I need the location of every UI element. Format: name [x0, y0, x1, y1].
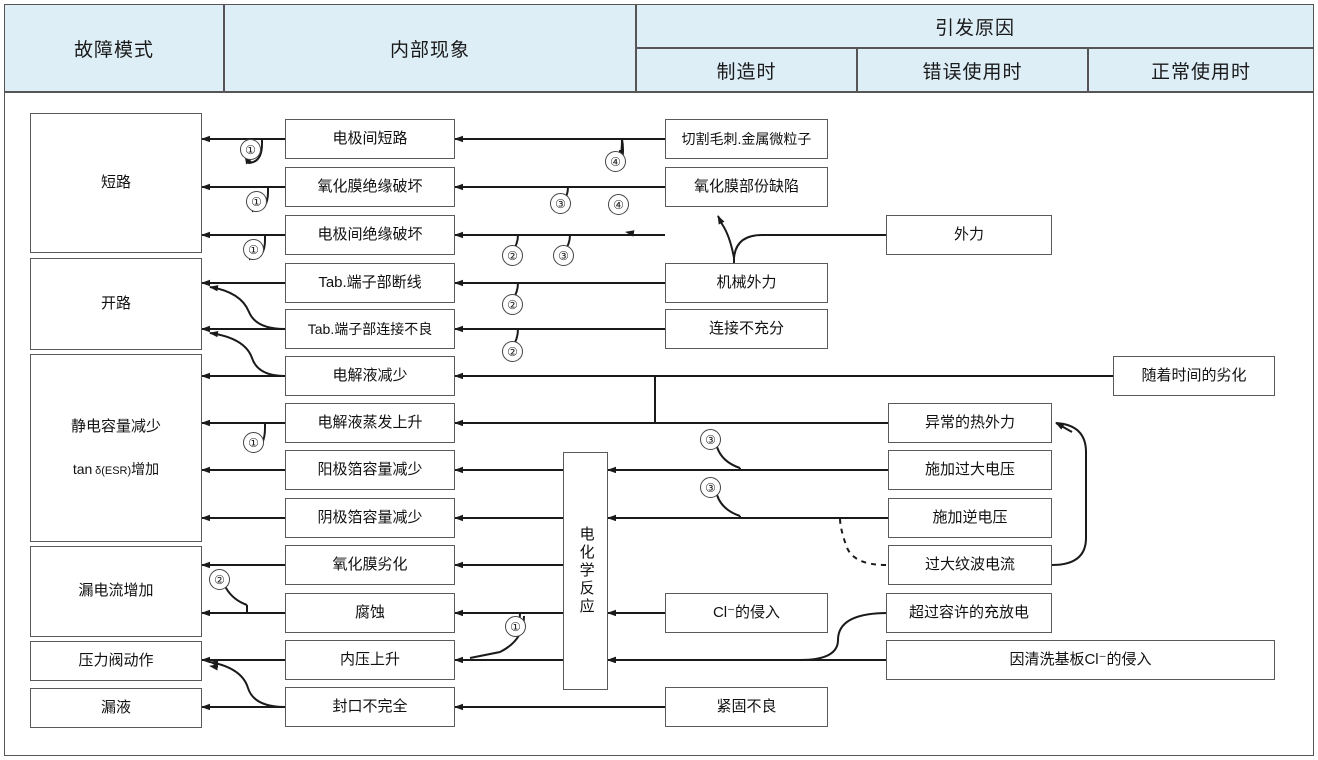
internal-inter-electrode-insul[interactable]: 电极间绝缘破坏	[285, 215, 455, 255]
failure-mode-liquid-leak[interactable]: 漏液	[30, 688, 202, 728]
cause-over-charge-discharge[interactable]: 超过容许的充放电	[886, 593, 1052, 633]
header-label-manufacturing: 制造时	[716, 61, 777, 83]
cause-excess-ripple-current[interactable]: 过大纹波电流	[888, 545, 1052, 585]
internal-label: Tab.端子部断线	[318, 273, 422, 291]
failure-mode-leakage-current[interactable]: 漏电流增加	[30, 546, 202, 637]
internal-label: 电解液减少	[332, 366, 408, 384]
cause-label: 氧化膜部份缺陷	[693, 177, 799, 195]
electrochemical-reaction-label: 电化学反应	[577, 526, 595, 616]
internal-internal-pressure-rise[interactable]: 内压上升	[285, 640, 455, 680]
cause-label: 过大纹波电流	[924, 555, 1015, 573]
failure-mode-pressure-valve[interactable]: 压力阀动作	[30, 641, 202, 681]
cause-time-degradation[interactable]: 随着时间的劣化	[1113, 356, 1275, 396]
header-cell-internal: 内部现象	[224, 4, 636, 92]
header-cell-normal: 正常使用时	[1088, 48, 1314, 92]
internal-label: 氧化膜劣化	[332, 555, 408, 573]
internal-label: 内压上升	[339, 650, 400, 668]
internal-anode-foil-drop[interactable]: 阳极箔容量减少	[285, 450, 455, 490]
internal-tab-terminal-break[interactable]: Tab.端子部断线	[285, 263, 455, 303]
cause-label: 超过容许的充放电	[908, 603, 1029, 621]
internal-oxide-insulation-break[interactable]: 氧化膜绝缘破坏	[285, 167, 455, 207]
cause-poor-fastening[interactable]: 紧固不良	[665, 687, 828, 727]
internal-cathode-foil-drop[interactable]: 阴极箔容量减少	[285, 498, 455, 538]
electrochemical-reaction-box[interactable]: 电化学反应	[563, 452, 608, 690]
internal-incomplete-seal[interactable]: 封口不完全	[285, 687, 455, 727]
internal-inter-electrode-short[interactable]: 电极间短路	[285, 119, 455, 159]
sequence-marker-m14: ②	[209, 569, 230, 590]
header-label-misuse: 错误使用时	[922, 61, 1023, 83]
cause-overvoltage-applied[interactable]: 施加过大电压	[888, 450, 1052, 490]
failure-mode-capacitance-drop[interactable]: 静电容量减少 tan δ(ESR)增加	[30, 354, 202, 542]
cause-reverse-voltage[interactable]: 施加逆电压	[888, 498, 1052, 538]
sequence-marker-m10: ②	[502, 341, 523, 362]
sequence-marker-m7: ②	[502, 245, 523, 266]
failure-mode-label: 短路	[100, 173, 131, 191]
sequence-marker-m9: ②	[502, 294, 523, 315]
sequence-marker-m13: ③	[700, 477, 721, 498]
internal-tab-terminal-badconn[interactable]: Tab.端子部连接不良	[285, 309, 455, 349]
failure-mode-label: 开路	[100, 294, 131, 312]
cause-label: 连接不充分	[708, 319, 784, 337]
cause-label: 异常的热外力	[924, 413, 1015, 431]
header-cell-misuse: 错误使用时	[857, 48, 1088, 92]
header-label-cause-group: 引发原因	[934, 17, 1015, 39]
internal-electrolyte-decrease[interactable]: 电解液减少	[285, 356, 455, 396]
sequence-marker-m15: ①	[505, 616, 526, 637]
cause-label: Cl⁻的侵入	[712, 603, 781, 621]
failure-mode-label: 压力阀动作	[78, 651, 154, 669]
cause-insufficient-conn[interactable]: 连接不充分	[665, 309, 828, 349]
header-label-normal: 正常使用时	[1150, 61, 1251, 83]
sequence-marker-m3: ①	[243, 239, 264, 260]
sequence-marker-m1: ①	[240, 139, 261, 160]
header-label-internal: 内部现象	[389, 39, 470, 61]
failure-mode-short-circuit[interactable]: 短路	[30, 113, 202, 253]
header-cell-manufacturing: 制造时	[636, 48, 857, 92]
internal-label: 氧化膜绝缘破坏	[317, 177, 423, 195]
cause-burr-metal-particles[interactable]: 切割毛刺.金属微粒子	[665, 119, 828, 159]
sequence-marker-m2: ①	[246, 191, 267, 212]
internal-label: 封口不完全	[332, 697, 408, 715]
cause-cl-ion-intrusion[interactable]: Cl⁻的侵入	[665, 593, 828, 633]
internal-label: Tab.端子部连接不良	[307, 320, 433, 337]
cause-label: 切割毛刺.金属微粒子	[681, 130, 812, 147]
cause-label: 机械外力	[716, 273, 777, 291]
sequence-marker-m8: ③	[553, 245, 574, 266]
cause-external-force[interactable]: 外力	[886, 215, 1052, 255]
internal-electrolyte-evaporate[interactable]: 电解液蒸发上升	[285, 403, 455, 443]
cause-mechanical-force[interactable]: 机械外力	[665, 263, 828, 303]
internal-label: 腐蚀	[354, 603, 385, 621]
failure-mode-label-esr: tan δ(ESR)增加	[72, 460, 160, 477]
cause-label: 随着时间的劣化	[1141, 366, 1247, 384]
failure-mode-label: 漏电流增加	[78, 582, 154, 600]
cause-oxide-partial-defect[interactable]: 氧化膜部份缺陷	[665, 167, 828, 207]
internal-label: 电极间短路	[332, 129, 408, 147]
failure-mode-label-capacitance: 静电容量减少	[70, 418, 161, 436]
internal-label: 阴极箔容量减少	[317, 508, 423, 526]
sequence-marker-m5: ③	[550, 193, 571, 214]
cause-label: 紧固不良	[716, 697, 777, 715]
header-cell-failure-mode: 故障模式	[4, 4, 224, 92]
cause-label: 因清洗基板Cl⁻的侵入	[1009, 650, 1152, 668]
failure-mode-open-circuit[interactable]: 开路	[30, 258, 202, 350]
cause-label: 施加逆电压	[932, 508, 1008, 526]
sequence-marker-m11: ①	[243, 432, 264, 453]
cause-cl-from-pcb-cleaning[interactable]: 因清洗基板Cl⁻的侵入	[886, 640, 1275, 680]
cause-label: 施加过大电压	[924, 460, 1015, 478]
cause-label: 外力	[953, 225, 984, 243]
internal-oxide-degradation[interactable]: 氧化膜劣化	[285, 545, 455, 585]
sequence-marker-m6: ④	[608, 194, 629, 215]
sequence-marker-m12: ③	[700, 429, 721, 450]
header-cell-cause-group: 引发原因	[636, 4, 1314, 48]
internal-label: 电解液蒸发上升	[317, 413, 423, 431]
cause-abnormal-thermal[interactable]: 异常的热外力	[888, 403, 1052, 443]
internal-label: 电极间绝缘破坏	[317, 225, 423, 243]
internal-label: 阳极箔容量减少	[317, 460, 423, 478]
header-label-failure-mode: 故障模式	[73, 39, 154, 61]
internal-corrosion[interactable]: 腐蚀	[285, 593, 455, 633]
failure-mode-label: 漏液	[100, 698, 131, 716]
sequence-marker-m4: ④	[605, 151, 626, 172]
